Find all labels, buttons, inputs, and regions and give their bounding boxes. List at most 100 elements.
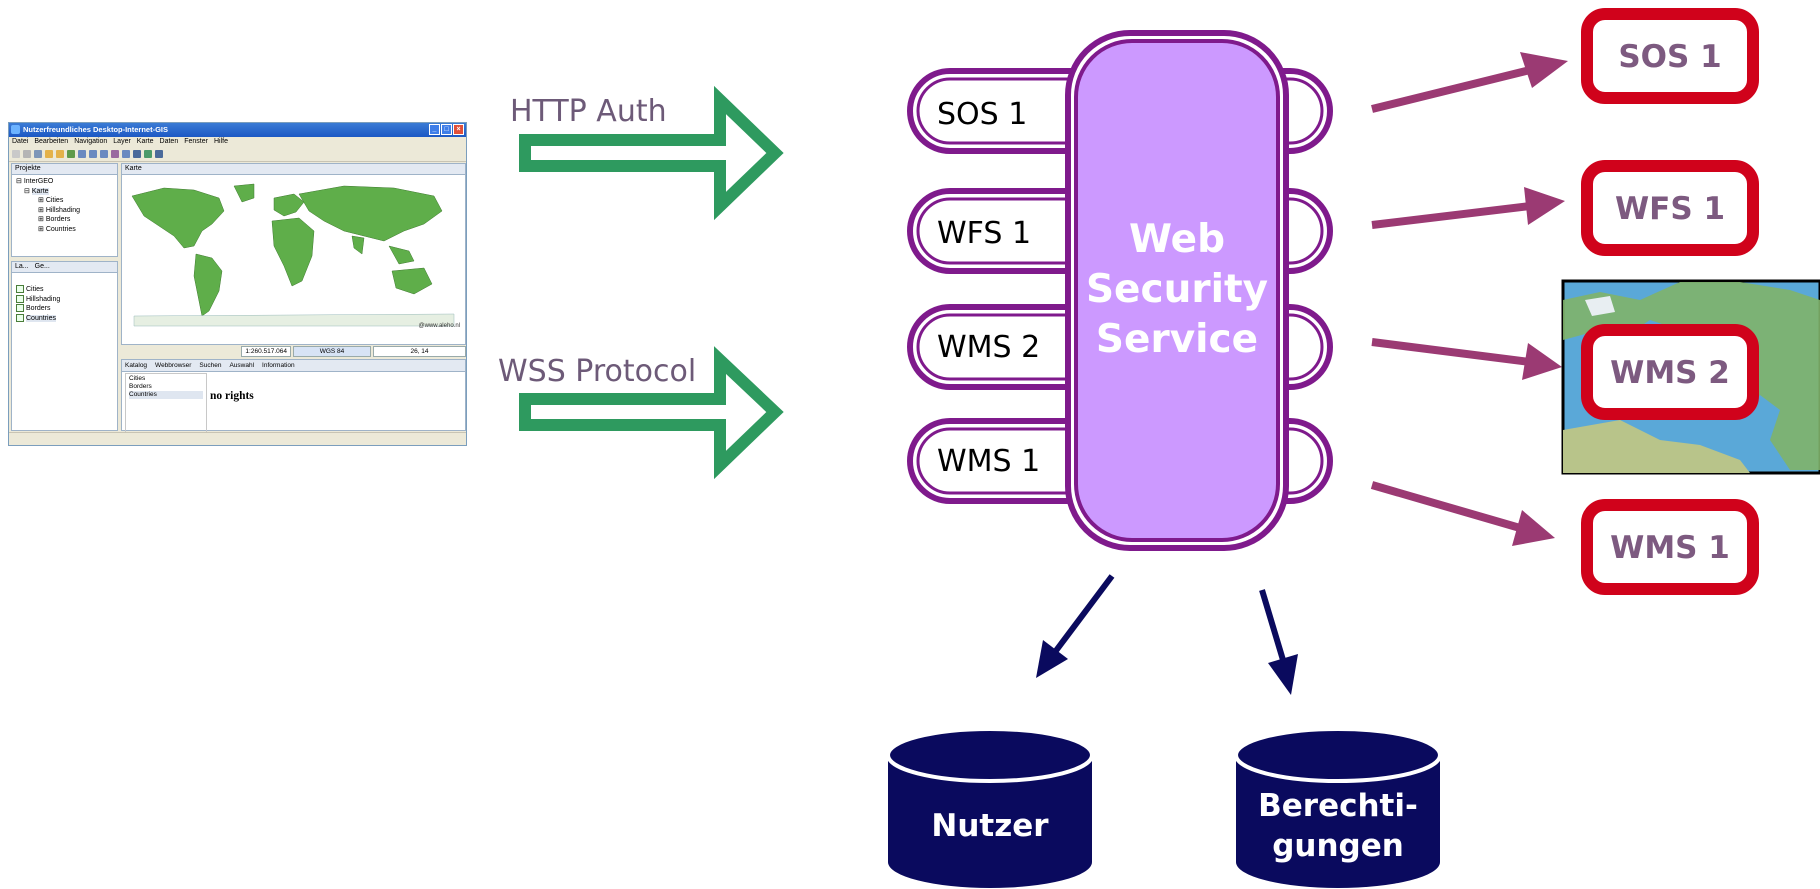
service-label-wms2: WMS 2 — [937, 330, 1040, 365]
save-icon[interactable] — [23, 150, 31, 158]
layer-add-icon[interactable] — [144, 150, 152, 158]
scale-field[interactable]: 1:260.517.064 — [241, 345, 291, 357]
http-auth-arrow — [519, 85, 784, 221]
crs-field[interactable]: WGS 84 — [293, 345, 371, 357]
menu-karte[interactable]: Karte — [136, 138, 154, 145]
info-layer-item[interactable]: Countries — [129, 391, 203, 399]
menu-navigation[interactable]: Navigation — [74, 138, 108, 145]
http-auth-label: HTTP Auth — [510, 94, 667, 129]
gis-footer — [9, 432, 466, 445]
menu-daten[interactable]: Daten — [159, 138, 179, 145]
app-icon — [11, 125, 20, 134]
arrow-to-berechtigungen — [1259, 589, 1298, 695]
info-layer-item[interactable]: Borders — [129, 383, 152, 390]
service-label-wms1: WMS 1 — [937, 444, 1040, 479]
database-nutzer — [886, 727, 1094, 888]
arrow-to-wfs1 — [1371, 187, 1565, 229]
forward-icon[interactable] — [56, 150, 64, 158]
table-icon[interactable] — [133, 150, 141, 158]
database-label-nutzer: Nutzer — [931, 808, 1049, 844]
new-icon[interactable] — [12, 150, 20, 158]
menu-layer[interactable]: Layer — [113, 138, 131, 145]
bottom-panel: Katalog Webbrowser Suchen Auswahl Inform… — [121, 359, 466, 433]
map-credit: @www.aleho.nl — [418, 323, 460, 329]
target-label-wms2: WMS 2 — [1610, 355, 1730, 391]
print-icon[interactable] — [34, 150, 42, 158]
tab-layers[interactable]: La... — [15, 263, 29, 270]
tree-item-karte[interactable]: ⊟ Karte — [24, 187, 49, 195]
wss-protocol-label: WSS Protocol — [498, 354, 696, 389]
layer-list: Cities Hillshading Borders Countries — [12, 283, 117, 325]
arrow-to-sos1 — [1371, 52, 1568, 113]
world-map-graphic — [131, 183, 455, 327]
tree-item-cities[interactable]: ⊞ Cities — [38, 197, 64, 204]
close-button[interactable]: × — [453, 124, 464, 135]
gis-window-title: Nutzerfreundliches Desktop-Internet-GIS — [23, 125, 169, 134]
zoom-extent-icon[interactable] — [100, 150, 108, 158]
database-label-berechtigungen-line-2: gungen — [1272, 828, 1404, 864]
layer-row-borders[interactable]: Borders — [16, 304, 113, 314]
zoom-out-icon[interactable] — [89, 150, 97, 158]
menu-fenster[interactable]: Fenster — [184, 138, 208, 145]
layer-row-hillshading[interactable]: Hillshading — [16, 294, 113, 305]
database-berechtigungen — [1234, 727, 1442, 888]
world-map[interactable]: @www.aleho.nl — [124, 176, 463, 331]
layers-panel: La... Ge... Cities Hillshading Borders C… — [11, 261, 118, 431]
gis-toolbar — [9, 147, 466, 162]
menu-datei[interactable]: Datei — [12, 138, 29, 145]
menu-hilfe[interactable]: Hilfe — [213, 138, 228, 145]
wss-label-line-1: Web — [1129, 217, 1225, 262]
arrow-to-wms2 — [1371, 338, 1562, 380]
settings-icon[interactable] — [155, 150, 163, 158]
info-result-text: no rights — [210, 390, 254, 402]
layer-row-cities[interactable]: Cities — [16, 285, 113, 295]
arrow-to-wms1 — [1370, 481, 1555, 546]
project-tree: ⊟ InterGEO ⊟ Karte ⊞ Cities ⊞ Hillshadin… — [12, 175, 117, 236]
target-box-sos1 — [1581, 8, 1759, 104]
tab-auswahl[interactable]: Auswahl — [229, 362, 255, 369]
wss-label-line-2: Security — [1086, 267, 1268, 312]
target-box-wms1 — [1581, 499, 1759, 595]
info-tool-icon[interactable] — [111, 150, 119, 158]
select-icon[interactable] — [122, 150, 130, 158]
tab-katalog[interactable]: Katalog — [125, 362, 148, 369]
tab-geo[interactable]: Ge... — [34, 263, 50, 270]
map-statusbar: 1:260.517.064 WGS 84 26, 14 — [121, 345, 466, 357]
web-security-service-box — [1065, 30, 1289, 551]
tab-suchen[interactable]: Suchen — [199, 362, 222, 369]
tree-item-intergeo[interactable]: ⊟ InterGEO — [16, 178, 54, 185]
database-label-berechtigungen-line-1: Berechti- — [1258, 788, 1418, 824]
gis-application-window: Nutzerfreundliches Desktop-Internet-GIS … — [8, 122, 467, 446]
target-label-wfs1: WFS 1 — [1615, 191, 1725, 227]
arrow-to-nutzer — [1036, 574, 1115, 678]
zoom-in-icon[interactable] — [78, 150, 86, 158]
service-label-wfs1: WFS 1 — [937, 216, 1031, 251]
target-box-wms2 — [1581, 324, 1759, 420]
map-view-panel: Karte @www.aleho.nl — [121, 163, 466, 345]
target-label-wms1: WMS 1 — [1610, 530, 1730, 566]
layer-row-countries[interactable]: Countries — [16, 313, 113, 324]
gis-menubar: Datei Bearbeiten Navigation Layer Karte … — [9, 137, 466, 147]
tab-projekte[interactable]: Projekte — [15, 165, 41, 172]
wss-label-line-3: Service — [1096, 317, 1258, 362]
service-label-sos1: SOS 1 — [937, 97, 1027, 132]
minimize-button[interactable]: _ — [429, 124, 440, 135]
wss-protocol-arrow — [519, 346, 784, 480]
target-label-sos1: SOS 1 — [1618, 39, 1721, 75]
projects-panel: Projekte ⊟ InterGEO ⊟ Karte ⊞ Cities ⊞ H… — [11, 163, 118, 257]
tree-item-hillshading[interactable]: ⊞ Hillshading — [38, 206, 81, 214]
tab-information[interactable]: Information — [262, 362, 295, 369]
gis-titlebar: Nutzerfreundliches Desktop-Internet-GIS … — [9, 123, 466, 137]
tab-webbrowser[interactable]: Webbrowser — [155, 362, 192, 369]
pan-icon[interactable] — [67, 150, 75, 158]
menu-bearbeiten[interactable]: Bearbeiten — [34, 138, 69, 145]
tree-item-borders[interactable]: ⊞ Borders — [38, 216, 71, 223]
info-layer-item[interactable]: Cities — [129, 375, 146, 382]
coords-field: 26, 14 — [373, 345, 466, 357]
maximize-button[interactable]: □ — [441, 124, 452, 135]
target-box-wfs1 — [1581, 160, 1759, 256]
tree-item-countries[interactable]: ⊞ Countries — [38, 225, 76, 233]
back-icon[interactable] — [45, 150, 53, 158]
tab-karte[interactable]: Karte — [125, 165, 142, 172]
